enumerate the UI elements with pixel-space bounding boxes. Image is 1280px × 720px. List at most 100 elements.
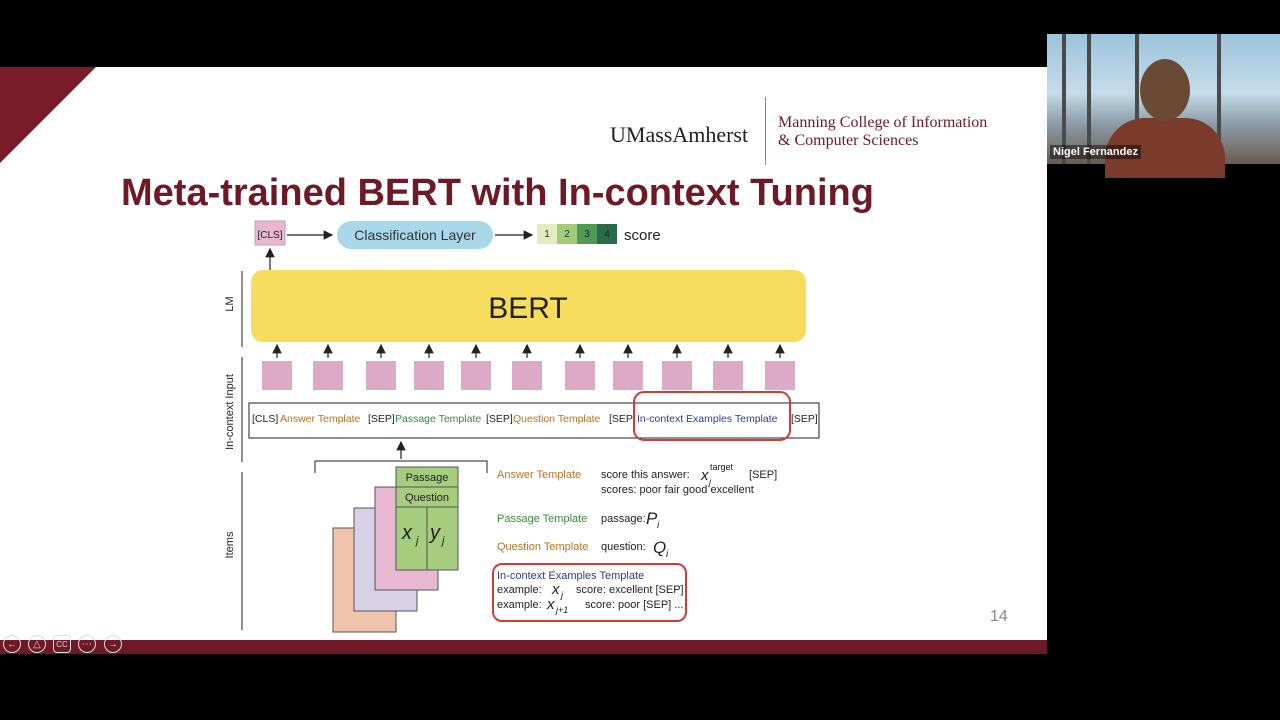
cls-output-box — [254, 220, 286, 246]
participant-body — [1105, 118, 1225, 178]
score-bin-3-label: 3 — [584, 229, 590, 240]
token-box — [613, 361, 643, 390]
bert-block — [251, 270, 806, 342]
slide-page-number: 14 — [990, 608, 1008, 625]
example1-var: x — [551, 581, 560, 598]
token-box — [414, 361, 444, 390]
token-box — [713, 361, 743, 390]
input-sep-4: [SEP] — [791, 413, 818, 425]
cls-output-label: [CLS] — [257, 230, 282, 241]
example2-sub: j+1 — [555, 605, 568, 615]
examples-template-highlight — [492, 563, 687, 622]
slide-corner-decoration — [0, 67, 96, 163]
slide-bottom-bar — [0, 640, 1047, 654]
next-icon[interactable]: → — [104, 635, 122, 653]
passage-template-name: Passage Template — [497, 513, 587, 525]
input-sep-2: [SEP] — [486, 413, 513, 425]
examples-highlight — [633, 391, 791, 441]
item-y-subscript: j — [440, 535, 445, 547]
input-answer-template: Answer Template — [280, 413, 361, 425]
captions-icon[interactable]: CC — [53, 635, 71, 653]
logo-divider — [765, 97, 766, 165]
item-y-variable: y — [428, 522, 441, 544]
token-box — [512, 361, 542, 390]
window-frame — [1135, 34, 1139, 164]
window-frame — [1217, 34, 1221, 164]
input-sequence-box — [248, 402, 820, 439]
example1-suffix: score: excellent [SEP] — [576, 584, 684, 596]
score-bin-1 — [537, 224, 557, 244]
score-bin-3 — [577, 224, 597, 244]
template-descriptions: Answer Template score this answer: x tar… — [492, 462, 777, 622]
token-box — [262, 361, 292, 390]
item-passage-label: Passage — [406, 472, 449, 484]
example2-suffix: score: poor [SEP] ... — [585, 599, 683, 611]
classification-layer-label: Classification Layer — [354, 227, 476, 243]
classification-layer-box — [337, 221, 493, 249]
token-box — [662, 361, 692, 390]
item-stack: Passage Question x j y j — [332, 466, 459, 633]
items-side-label: Items — [224, 531, 236, 558]
umass-logo: UMassAmherst — [610, 122, 749, 147]
item-x-subscript: j — [414, 535, 419, 547]
input-examples-template: In-context Examples Template — [637, 413, 778, 425]
more-icon[interactable]: ⋯ — [78, 635, 96, 653]
lm-side-label: LM — [224, 296, 236, 311]
answer-template-name: Answer Template — [497, 469, 581, 481]
passage-var: P — [646, 509, 658, 528]
question-template-name: Question Template — [497, 541, 589, 553]
bert-label: BERT — [488, 292, 567, 325]
token-box — [366, 361, 396, 390]
input-sequence: [CLS] Answer Template [SEP] Passage Temp… — [248, 391, 820, 473]
output-row: [CLS] Classification Layer 1 2 3 4 score — [254, 220, 661, 270]
item-question-label: Question — [405, 492, 449, 504]
window-frame — [1062, 34, 1066, 164]
token-embeddings — [262, 343, 795, 390]
score-bin-2 — [557, 224, 577, 244]
score-bin-4-label: 4 — [604, 229, 610, 240]
example1-prefix: example: — [497, 584, 542, 596]
question-var: Q — [653, 538, 666, 557]
input-sep-3: [SEP] — [609, 413, 636, 425]
passage-template-line: passage: — [601, 513, 646, 525]
bert-diagram: [CLS] Classification Layer 1 2 3 4 score… — [224, 220, 820, 633]
answer-target-sup: target — [710, 462, 734, 472]
passage-sub: i — [657, 520, 660, 531]
college-name: Manning College of Information & Compute… — [778, 114, 1018, 150]
answer-j-sub: j — [708, 477, 712, 487]
input-sep-1: [SEP] — [368, 413, 395, 425]
answer-template-line2: scores: poor fair good excellent — [601, 484, 754, 496]
pointer-icon[interactable]: △ — [28, 635, 46, 653]
score-bin-4 — [597, 224, 617, 244]
example2-var: x — [546, 596, 555, 613]
prev-icon[interactable]: ← — [3, 635, 21, 653]
token-box — [565, 361, 595, 390]
token-box — [313, 361, 343, 390]
window-frame — [1087, 34, 1091, 164]
token-box — [461, 361, 491, 390]
input-question-template: Question Template — [513, 413, 601, 425]
items-bracket — [314, 460, 488, 473]
examples-template-name: In-context Examples Template — [497, 570, 644, 582]
side-labels: LM In-context Input Items — [224, 271, 243, 630]
example2-prefix: example: — [497, 599, 542, 611]
score-bin-1-label: 1 — [544, 229, 550, 240]
item-x-variable: x — [401, 522, 413, 544]
example1-sub: j — [560, 590, 564, 600]
token-box — [765, 361, 795, 390]
college-name-line2: & Computer Sciences — [778, 132, 919, 149]
slide-title: Meta-trained BERT with In-context Tuning — [121, 172, 874, 214]
answer-x-var: x — [700, 467, 709, 484]
answer-template-line1: score this answer: — [601, 469, 690, 481]
participant-name: Nigel Fernandez — [1050, 145, 1141, 159]
question-sub: i — [666, 549, 669, 560]
college-name-line1: Manning College of Information — [778, 114, 988, 131]
slide: UMassAmherst Manning College of Informat… — [0, 67, 1047, 640]
input-passage-template: Passage Template — [395, 413, 481, 425]
input-cls-token: [CLS] — [252, 413, 278, 425]
participant-head — [1140, 59, 1190, 121]
score-bin-2-label: 2 — [564, 229, 570, 240]
input-side-label: In-context Input — [224, 374, 236, 450]
score-label: score — [624, 227, 661, 244]
question-template-line: question: — [601, 541, 646, 553]
